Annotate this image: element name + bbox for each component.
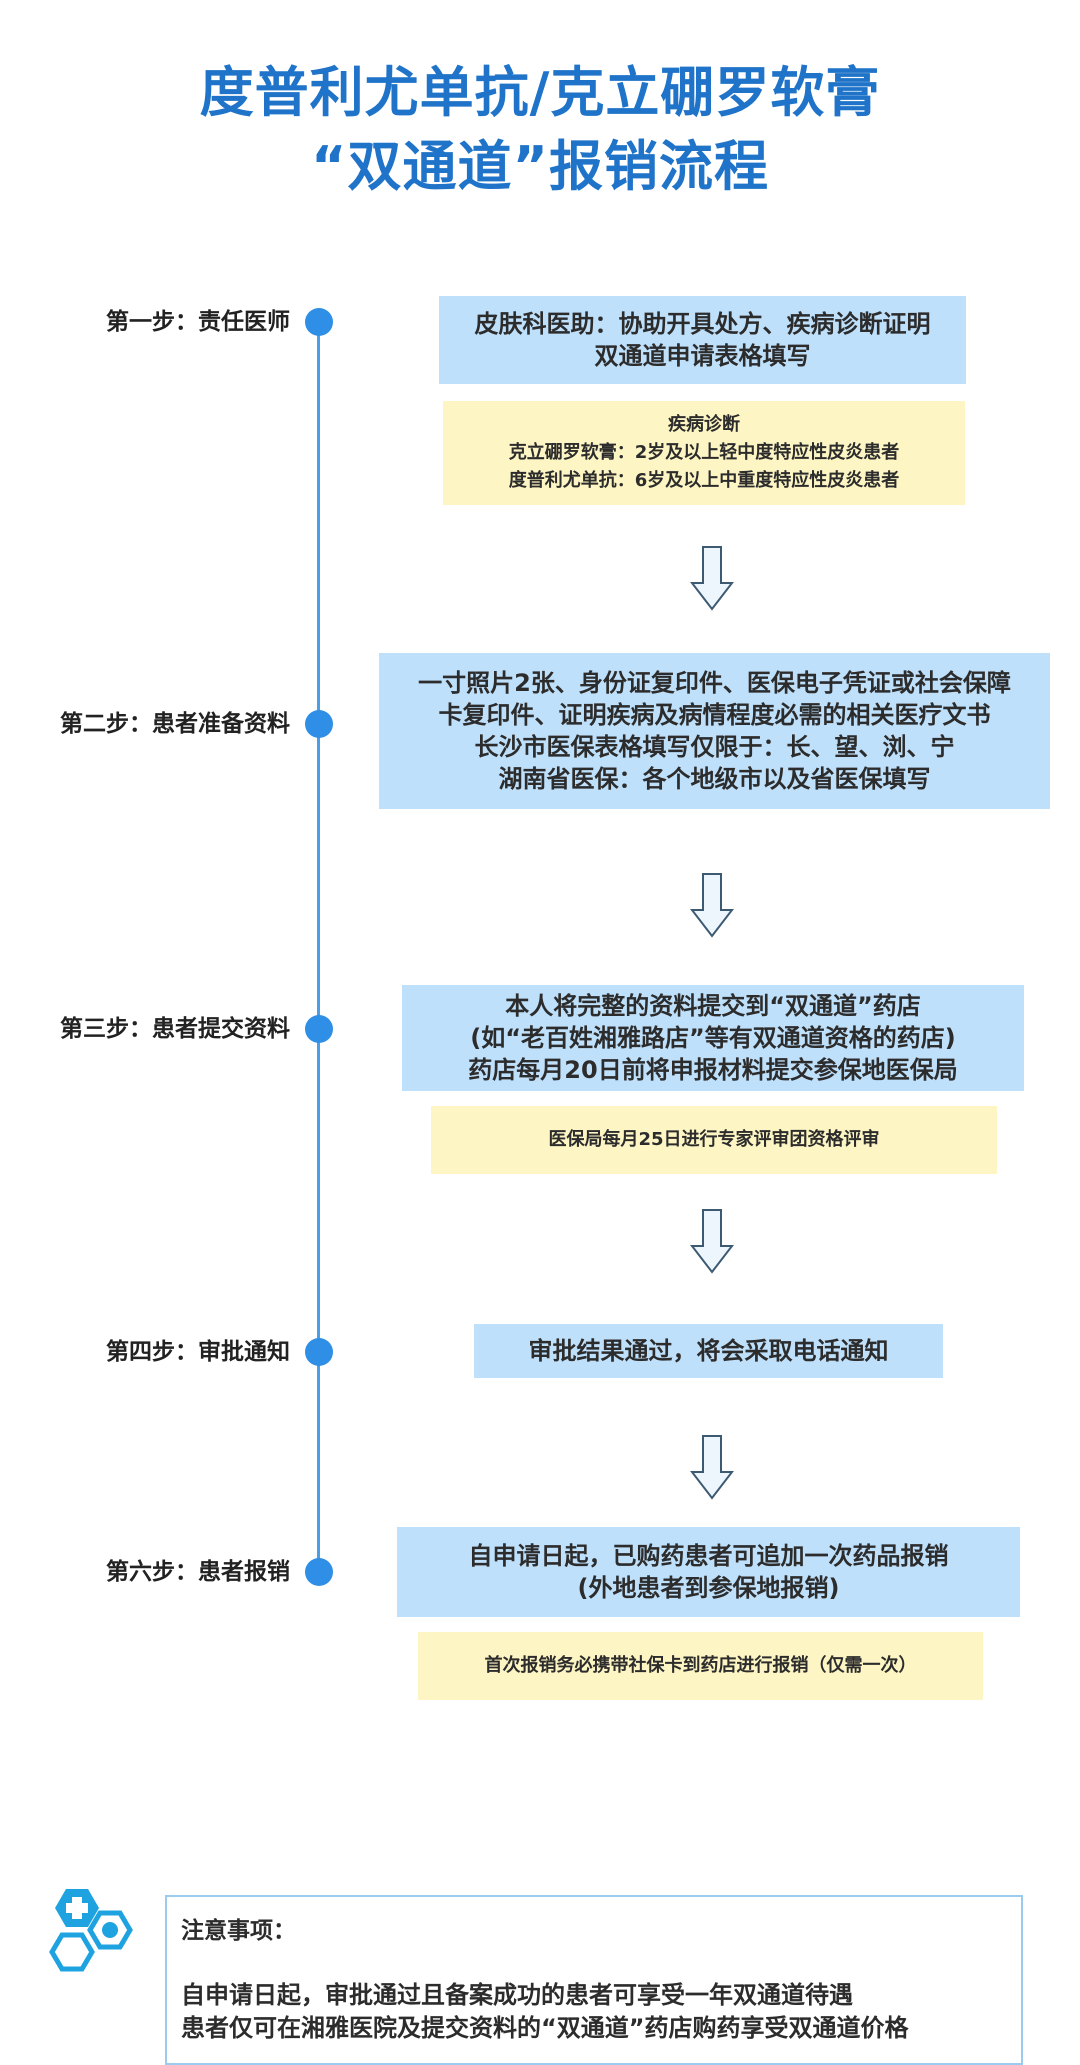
step3-note-box: 医保局每月25日进行专家评审团资格评审 bbox=[431, 1106, 997, 1174]
down-arrow-icon bbox=[690, 1435, 734, 1500]
medical-hexagon-logo-icon bbox=[49, 1889, 133, 1972]
step3-main-line2: (如“老百姓湘雅路店”等有双通道资格的药店) bbox=[470, 1024, 956, 1052]
timeline-dot-step2 bbox=[305, 710, 333, 738]
page-title-line1: 度普利尤单抗/克立硼罗软膏 bbox=[199, 61, 881, 124]
page-title-line2: “双通道”报销流程 bbox=[311, 135, 769, 198]
step1-note-line2: 克立硼罗软膏：2岁及以上轻中度特应性皮炎患者 bbox=[508, 442, 900, 463]
step-label-3: 第三步：患者提交资料 bbox=[60, 1016, 290, 1042]
step2-main-box: 一寸照片2张、身份证复印件、医保电子凭证或社会保障 卡复印件、证明疾病及病情程度… bbox=[379, 653, 1050, 809]
step-label-1: 第一步：责任医师 bbox=[106, 309, 290, 335]
step6-note-line1: 首次报销务必携带社保卡到药店进行报销（仅需一次） bbox=[484, 1655, 917, 1676]
step-label-6: 第六步：患者报销 bbox=[106, 1559, 290, 1585]
step1-note-box: 疾病诊断 克立硼罗软膏：2岁及以上轻中度特应性皮炎患者 度普利尤单抗：6岁及以上… bbox=[443, 401, 965, 505]
step6-main-box: 自申请日起，已购药患者可追加一次药品报销 (外地患者到参保地报销) bbox=[397, 1527, 1020, 1617]
step3-main-box: 本人将完整的资料提交到“双通道”药店 (如“老百姓湘雅路店”等有双通道资格的药店… bbox=[402, 985, 1024, 1091]
step6-main-line2: (外地患者到参保地报销) bbox=[577, 1574, 840, 1602]
step1-note-line1: 疾病诊断 bbox=[668, 414, 740, 435]
timeline-dot-step3 bbox=[305, 1015, 333, 1043]
step3-note-line1: 医保局每月25日进行专家评审团资格评审 bbox=[548, 1129, 880, 1150]
step3-main-line3: 药店每月20日前将申报材料提交参保地医保局 bbox=[468, 1056, 958, 1084]
timeline-dot-step6 bbox=[305, 1558, 333, 1586]
step2-main-line2: 卡复印件、证明疾病及病情程度必需的相关医疗文书 bbox=[438, 701, 991, 729]
step2-main-line1: 一寸照片2张、身份证复印件、医保电子凭证或社会保障 bbox=[418, 669, 1011, 697]
step4-main-box: 审批结果通过，将会采取电话通知 bbox=[474, 1324, 943, 1378]
notes-panel: 注意事项： 自申请日起，审批通过且备案成功的患者可享受一年双通道待遇 患者仅可在… bbox=[165, 1895, 1023, 2065]
notes-line-1: 自申请日起，审批通过且备案成功的患者可享受一年双通道待遇 bbox=[181, 1981, 853, 2009]
notes-line-2: 患者仅可在湘雅医院及提交资料的“双通道”药店购药享受双通道价格 bbox=[181, 2014, 909, 2042]
step-label-2: 第二步：患者准备资料 bbox=[60, 711, 290, 737]
step1-main-line1: 皮肤科医助：协助开具处方、疾病诊断证明 bbox=[474, 310, 931, 338]
step2-main-line3: 长沙市医保表格填写仅限于：长、望、浏、宁 bbox=[474, 733, 955, 761]
down-arrow-icon bbox=[690, 873, 734, 938]
down-arrow-icon bbox=[690, 546, 734, 611]
step6-main-line1: 自申请日起，已购药患者可追加一次药品报销 bbox=[468, 1542, 949, 1570]
timeline-line bbox=[317, 320, 320, 1570]
notes-title: 注意事项： bbox=[181, 1918, 296, 1944]
step-label-4: 第四步：审批通知 bbox=[106, 1339, 290, 1365]
step4-main-line1: 审批结果通过，将会采取电话通知 bbox=[528, 1337, 889, 1365]
step6-note-box: 首次报销务必携带社保卡到药店进行报销（仅需一次） bbox=[418, 1632, 983, 1700]
step1-note-line3: 度普利尤单抗：6岁及以上中重度特应性皮炎患者 bbox=[508, 470, 900, 491]
step3-main-line1: 本人将完整的资料提交到“双通道”药店 bbox=[505, 992, 921, 1020]
timeline-dot-step1 bbox=[305, 308, 333, 336]
timeline-dot-step4 bbox=[305, 1338, 333, 1366]
step1-main-box: 皮肤科医助：协助开具处方、疾病诊断证明 双通道申请表格填写 bbox=[439, 296, 966, 384]
down-arrow-icon bbox=[690, 1209, 734, 1274]
step2-main-line4: 湖南省医保：各个地级市以及省医保填写 bbox=[498, 765, 931, 793]
step1-main-line2: 双通道申请表格填写 bbox=[594, 342, 811, 370]
